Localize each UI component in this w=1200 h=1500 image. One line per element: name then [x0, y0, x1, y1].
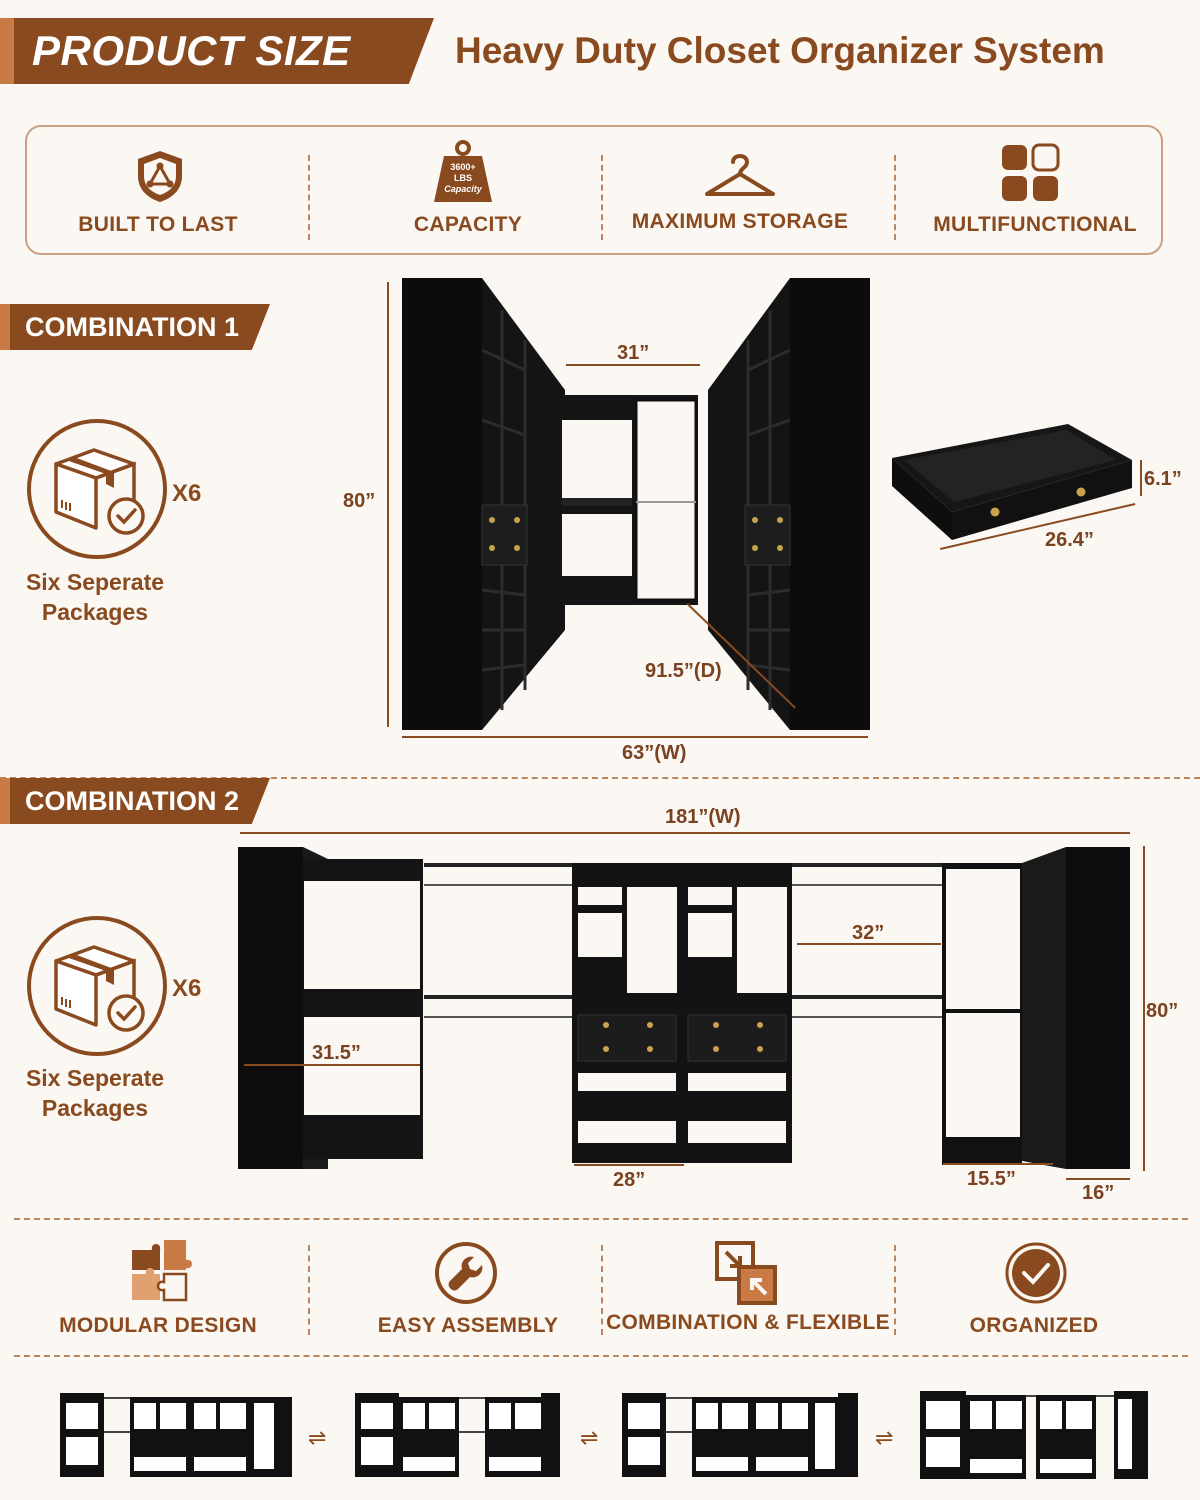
dimension-line	[797, 943, 941, 945]
packages-text-line1: Six Seperate	[25, 1065, 165, 1091]
features-top-box	[25, 125, 1163, 255]
dimension-line	[1066, 1178, 1130, 1180]
dimension-line	[574, 1164, 684, 1166]
hanger-icon	[703, 150, 777, 202]
dimension-line	[244, 1064, 420, 1066]
dim-rod-right: 32”	[852, 922, 885, 944]
package-box-icon	[26, 418, 168, 560]
header-badge: PRODUCT SIZE	[14, 18, 434, 84]
packages-text: Six Seperate Packages	[10, 567, 180, 627]
swap-arrows-icon: ⇌	[308, 1425, 327, 1450]
shield-icon	[134, 148, 186, 204]
dimension-line	[1140, 460, 1142, 496]
package-box-icon	[26, 915, 168, 1057]
section-divider	[14, 1355, 1188, 1357]
section-divider	[14, 1218, 1188, 1220]
dimension-line	[240, 832, 1130, 834]
header-accent-bar	[0, 18, 14, 84]
closet-combination2-image	[238, 845, 1130, 1170]
dim-tower-gap: 15.5”	[967, 1168, 1016, 1190]
package-multiplier: X6	[172, 480, 202, 507]
section-divider	[0, 777, 1200, 779]
dimension-line	[1143, 846, 1145, 1171]
divider	[601, 155, 603, 240]
page-title: Heavy Duty Closet Organizer System	[455, 30, 1105, 71]
dim-tower-depth: 16”	[1082, 1182, 1115, 1204]
divider	[308, 1245, 310, 1335]
combine-arrows-icon	[714, 1240, 778, 1306]
dim-height: 80”	[1146, 1000, 1179, 1022]
dim-height: 80”	[343, 490, 376, 512]
dimension-line	[566, 364, 700, 366]
dimension-line	[387, 282, 389, 727]
dim-drawer-unit: 28”	[613, 1169, 646, 1191]
swap-arrows-icon: ⇌	[875, 1425, 894, 1450]
divider	[894, 155, 896, 240]
capacity-icon-caption: Capacity	[444, 184, 482, 194]
wrench-icon	[434, 1241, 498, 1305]
feature-label-easy-assembly: EASY ASSEMBLY	[377, 1314, 559, 1337]
config-variant-1	[60, 1391, 292, 1477]
dim-drawer-height: 6.1”	[1144, 468, 1182, 490]
package-multiplier: X6	[172, 975, 202, 1002]
config-variant-4	[920, 1389, 1148, 1479]
config-variant-3	[622, 1391, 858, 1477]
divider	[601, 1245, 603, 1335]
swap-arrows-icon: ⇌	[580, 1425, 599, 1450]
header-badge-text: PRODUCT SIZE	[32, 27, 351, 74]
dimension-line	[402, 736, 868, 738]
divider	[308, 155, 310, 240]
grid-icon	[1000, 143, 1060, 203]
feature-label-capacity: CAPACITY	[413, 213, 523, 236]
combination2-tag: COMBINATION 2	[0, 778, 280, 828]
dim-inner-width: 31”	[617, 342, 650, 364]
combination2-label: COMBINATION 2	[25, 785, 239, 816]
feature-label-organized: ORGANIZED	[969, 1314, 1099, 1337]
check-badge-icon	[1004, 1241, 1068, 1305]
feature-label-modular-design: MODULAR DESIGN	[59, 1314, 257, 1337]
dim-rod-left: 31.5”	[312, 1042, 361, 1064]
divider	[894, 1245, 896, 1335]
config-variant-2	[355, 1391, 560, 1477]
capacity-icon-unit: LBS	[454, 173, 472, 183]
weight-capacity-icon: 3600+ LBS Capacity	[430, 140, 496, 204]
combination1-tag: COMBINATION 1	[0, 304, 280, 354]
capacity-icon-value: 3600+	[450, 162, 476, 172]
combination1-label: COMBINATION 1	[25, 311, 239, 342]
feature-label-combination-flexible: COMBINATION & FLEXIBLE	[606, 1311, 890, 1334]
packages-text-line2: Packages	[41, 1095, 149, 1121]
dim-drawer-width: 26.4”	[1045, 529, 1094, 551]
closet-combination1-image	[330, 270, 890, 770]
packages-text-line2: Packages	[41, 599, 149, 625]
packages-text-line1: Six Seperate	[25, 569, 165, 595]
configuration-variants: ⇌ ⇌ ⇌	[0, 1385, 1200, 1485]
packages-text: Six Seperate Packages	[10, 1063, 180, 1123]
feature-label-multifunctional: MULTIFUNCTIONAL	[933, 213, 1137, 236]
feature-label-maximum-storage: MAXIMUM STORAGE	[631, 210, 849, 233]
header: PRODUCT SIZE Heavy Duty Closet Organizer…	[0, 18, 1200, 88]
drawer-image	[890, 422, 1140, 547]
puzzle-icon	[128, 1236, 196, 1304]
dim-width: 63”(W)	[622, 742, 687, 764]
dim-width: 181”(W)	[665, 806, 741, 828]
dim-depth: 91.5”(D)	[645, 660, 722, 682]
dimension-line	[943, 1163, 1053, 1165]
feature-label-built-to-last: BUILT TO LAST	[78, 213, 238, 236]
